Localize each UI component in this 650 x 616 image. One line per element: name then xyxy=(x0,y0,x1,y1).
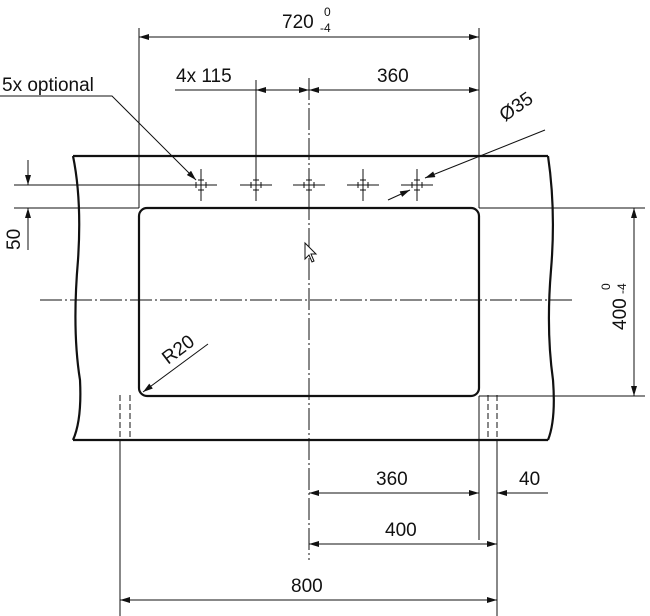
dim-text: 400 xyxy=(610,298,631,330)
hidden-lines xyxy=(119,395,498,440)
dim-360-bottom-text: 360 xyxy=(376,469,408,490)
dim-text: 360 xyxy=(377,66,409,87)
dim-800-text: 800 xyxy=(291,576,323,597)
dim-50: 50 xyxy=(4,160,186,250)
tol-lower: -4 xyxy=(615,283,629,294)
tol-lower: -4 xyxy=(320,21,331,35)
dim-text: 50 xyxy=(4,229,25,250)
note-text: 5x optional xyxy=(2,75,94,96)
dim-text: R20 xyxy=(158,331,198,369)
dim-hole-spacing: 4x 115 xyxy=(175,66,309,200)
tol-upper: 0 xyxy=(599,283,613,290)
dim-radius: R20 xyxy=(142,331,209,393)
dim-text: 720 xyxy=(282,12,314,33)
mouse-cursor-icon xyxy=(304,241,318,263)
dim-text: 4x 115 xyxy=(176,66,232,87)
holes-note: 5x optional xyxy=(0,75,197,181)
dim-720: 720 0 -4 xyxy=(138,5,480,208)
dim-40-text: 40 xyxy=(519,469,540,490)
panel-outline xyxy=(71,154,555,442)
dim-400-vertical: 400 0 -4 xyxy=(479,207,645,397)
bottom-dimensions: 360 40 400 800 xyxy=(119,396,548,616)
dim-400-text: 400 xyxy=(385,520,417,541)
tol-upper: 0 xyxy=(324,5,331,19)
dim-360-top: 360 xyxy=(309,66,479,93)
dim-text: Ø35 xyxy=(496,88,537,126)
